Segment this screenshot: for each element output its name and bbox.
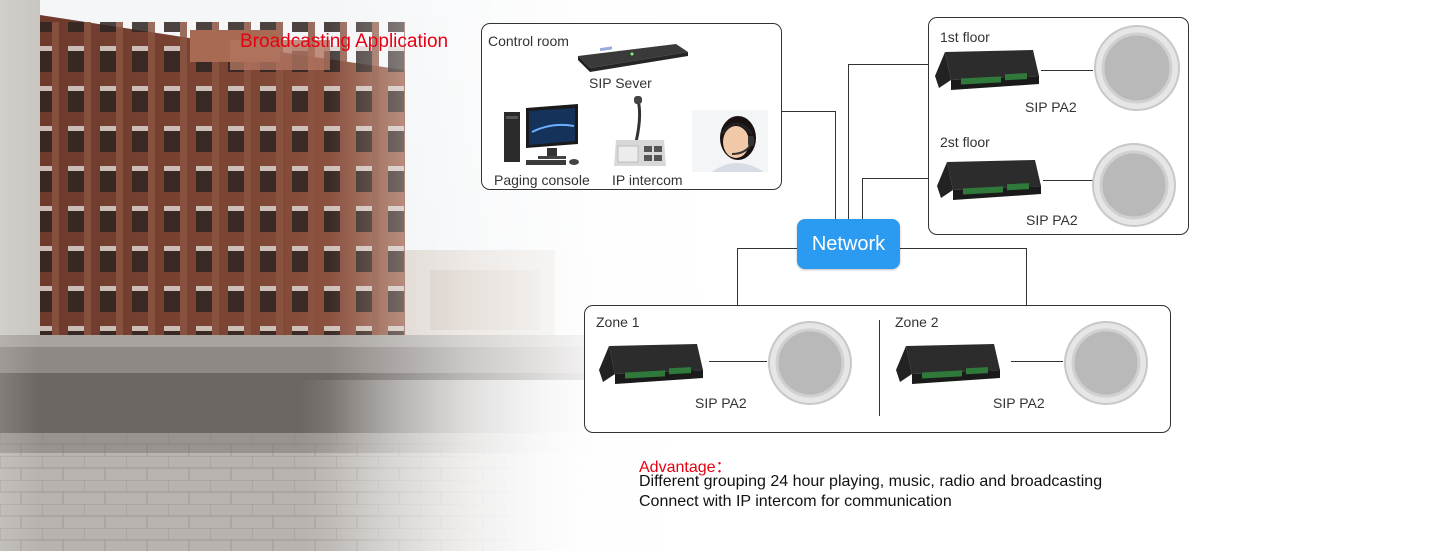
page-title: Broadcasting Application (240, 31, 449, 52)
ceiling-speaker-icon (1092, 143, 1176, 227)
zone-1-heading: Zone 1 (596, 314, 640, 330)
floors-box: 1st floor SIP PA2 2st floor SIP PA2 (928, 17, 1189, 235)
advantage-title: Advantage： (639, 459, 732, 476)
advantage-line-2: Connect with IP intercom for communicati… (639, 493, 952, 510)
paging-console-icon (504, 104, 579, 165)
ceiling-speaker-icon (1094, 25, 1180, 111)
operator-headset-icon (692, 110, 768, 172)
ceiling-speaker-icon (1064, 321, 1148, 405)
zone-2-device-label: SIP PA2 (993, 395, 1045, 411)
floor-1-heading: 1st floor (940, 29, 990, 45)
sip-pa2-amplifier-icon (935, 50, 1039, 90)
paging-console-label: Paging console (494, 172, 590, 188)
sip-server-label: SIP Sever (589, 75, 652, 91)
floor-2-heading: 2st floor (940, 134, 990, 150)
sip-pa2-amplifier-icon (937, 160, 1041, 200)
network-node: Network (797, 219, 900, 269)
control-room-box: Control room SIP Sever Paging console IP… (481, 23, 782, 190)
floor-1-device-label: SIP PA2 (1025, 99, 1077, 115)
sip-server-icon (578, 44, 688, 72)
zone-divider (879, 320, 880, 416)
zones-box: Zone 1 SIP PA2 Zone 2 SIP PA2 (584, 305, 1171, 433)
sip-pa2-amplifier-icon (896, 344, 1000, 384)
sip-pa2-amplifier-icon (599, 344, 703, 384)
ip-intercom-label: IP intercom (612, 172, 683, 188)
floor-2-device-label: SIP PA2 (1026, 212, 1078, 228)
ip-intercom-icon (614, 96, 666, 166)
zone-2-heading: Zone 2 (895, 314, 939, 330)
control-room-heading: Control room (488, 33, 569, 49)
advantage-line-1: Different grouping 24 hour playing, musi… (639, 473, 1103, 490)
zone-1-device-label: SIP PA2 (695, 395, 747, 411)
ceiling-speaker-icon (768, 321, 852, 405)
